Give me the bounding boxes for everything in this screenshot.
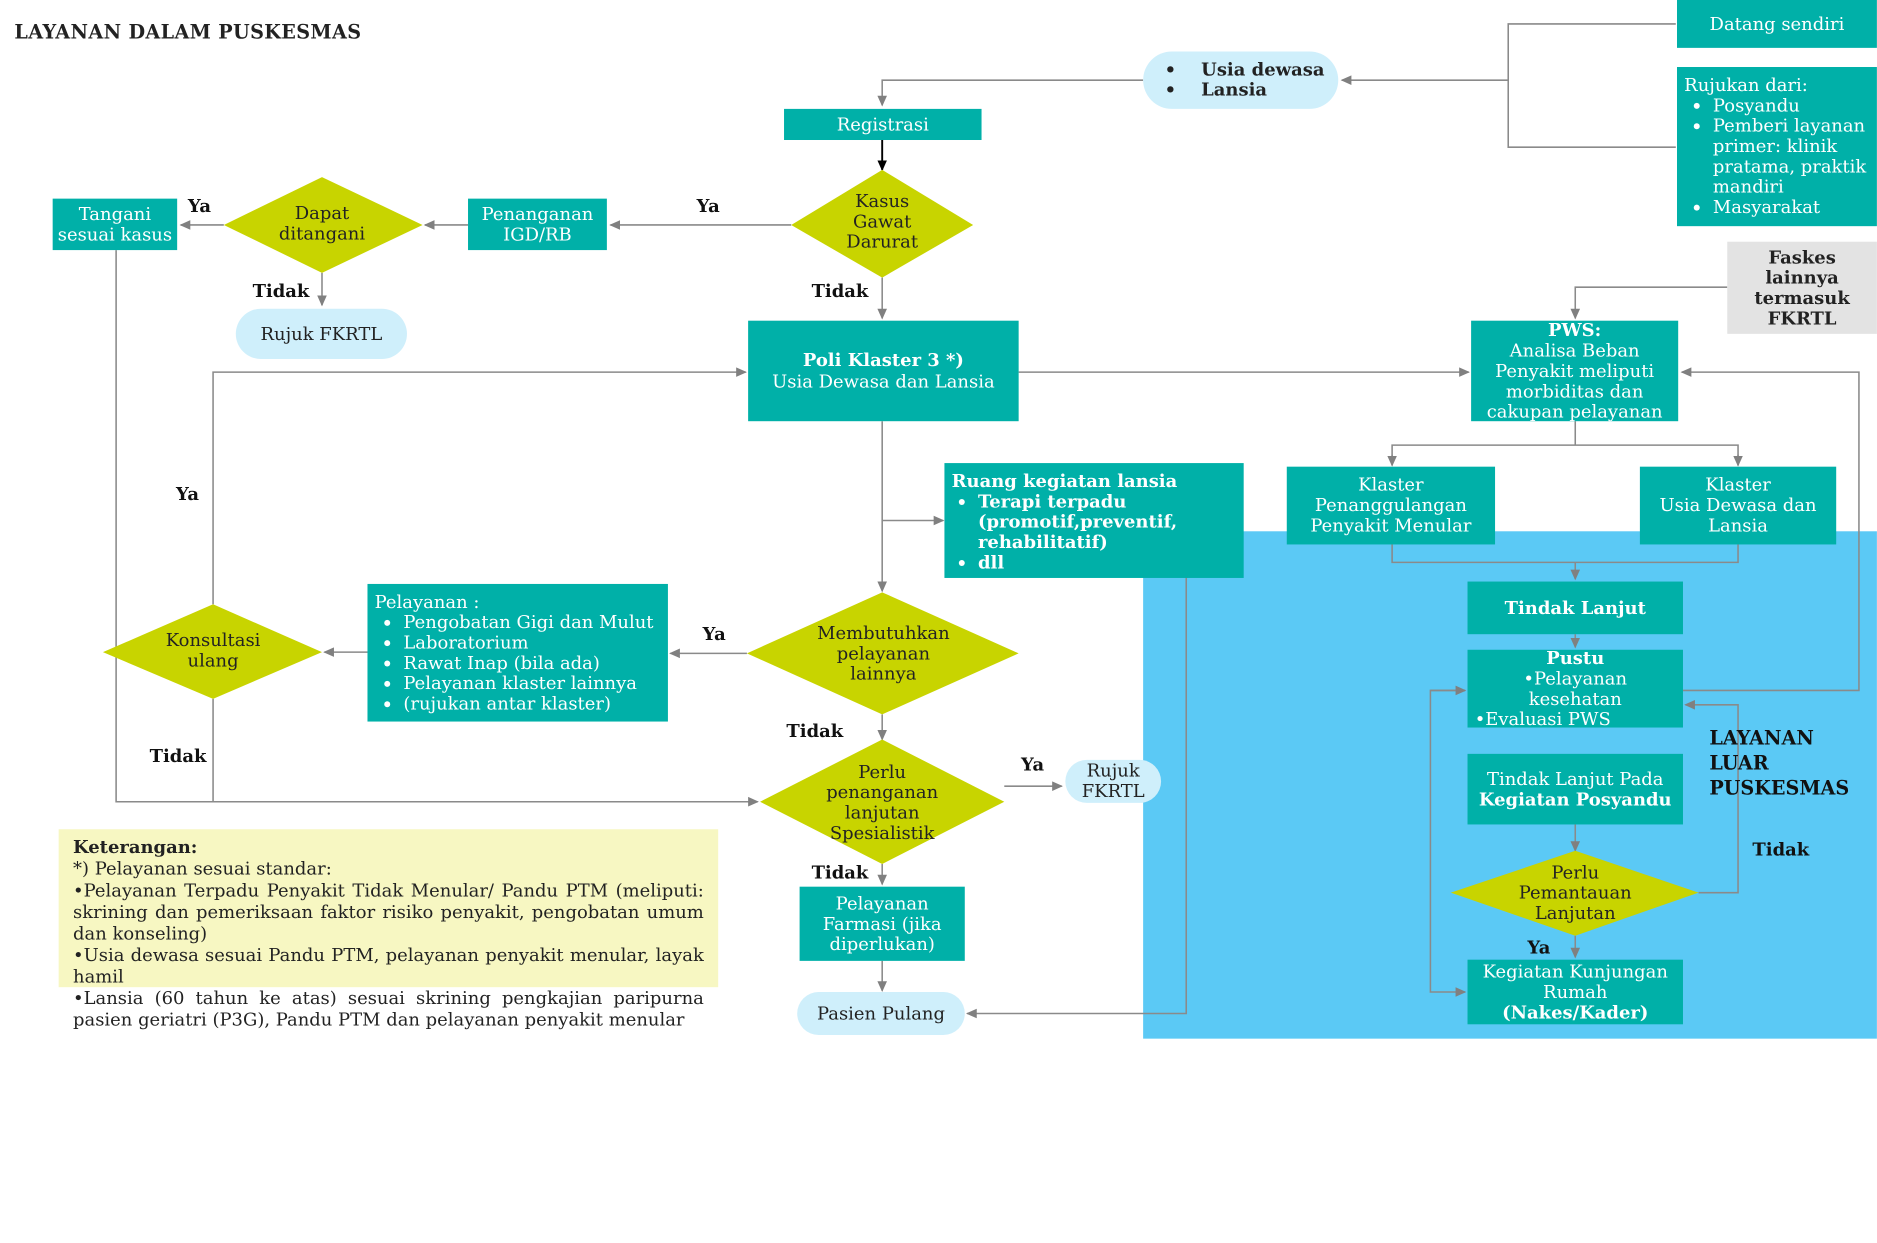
membutuhkan-diamond [746, 592, 1019, 715]
keterangan-box: Keterangan: *) Pelayanan sesuai standar:… [58, 829, 719, 1030]
usia-item-dewasa: • Usia dewasa [1164, 58, 1325, 81]
pemantauan-diamond [1450, 850, 1699, 936]
pelayanan-item: (rujukan antar klaster) [403, 693, 653, 714]
page-title: LAYANAN DALAM PUSKESMAS [14, 20, 362, 44]
label-tidak: Tidak [1752, 838, 1810, 861]
keterangan-line: •Pelayanan Terpadu Penyakit Tidak Menula… [73, 879, 704, 945]
label-tidak: Tidak [252, 280, 310, 302]
pelayanan-box: Pelayanan : Pengobatan Gigi dan Mulut La… [367, 583, 668, 722]
pelayanan-item: Rawat Inap (bila ada) [403, 653, 653, 673]
rujukan-box: Rujukan dari: Posyandu Pemberi layanan p… [1676, 67, 1877, 227]
usia-item-lansia: • Lansia [1164, 78, 1268, 101]
pelayanan-head: Pelayanan : [374, 591, 480, 613]
rujukan-item: Pemberi layanan primer: klinik pratama, … [1713, 115, 1870, 197]
datang-sendiri-text: Datang sendiri [1709, 13, 1845, 35]
label-ya: Ya [187, 195, 211, 217]
rujukan-item: Masyarakat [1713, 197, 1870, 217]
kunjungan-line3: (Nakes/Kader) [1502, 1000, 1649, 1023]
kasus-diamond [791, 169, 974, 278]
pustu-box: Pustu •Pelayanan kesehatan •Evaluasi PWS [1467, 646, 1683, 730]
connectors [102, 23, 1860, 1019]
tindak-lanjut-box: Tindak Lanjut [1467, 581, 1683, 635]
konsultasi-diamond [102, 604, 322, 699]
pustu-item: •Evaluasi PWS [1474, 707, 1611, 730]
pws-head: PWS: [1548, 318, 1602, 341]
poli-title: Poli Klaster 3 *) [802, 349, 964, 371]
pelayanan-item: Laboratorium [403, 632, 653, 653]
pasien-pulang-pill: Pasien Pulang [797, 991, 965, 1036]
label-ya: Ya [702, 623, 726, 645]
posyandu-line1: Tindak Lanjut Pada [1486, 767, 1664, 790]
keterangan-line: •Lansia (60 tahun ke atas) sesuai skrini… [73, 987, 704, 1031]
keterangan-line: *) Pelayanan sesuai standar: [73, 857, 332, 880]
label-ya: Ya [175, 483, 200, 505]
posyandu-line2: Kegiatan Posyandu [1478, 787, 1672, 810]
keterangan-head: Keterangan: [73, 836, 198, 858]
pustu-head: Pustu [1546, 646, 1605, 669]
ruang-item: dll [978, 552, 1237, 573]
keterangan-line: •Usia dewasa sesuai Pandu PTM, pelayanan… [73, 944, 704, 988]
poli-subtitle: Usia Dewasa dan Lansia [772, 370, 995, 393]
label-ya: Ya [1527, 936, 1551, 959]
pws-body: Analisa Beban Penyakit meliputi morbidit… [1486, 339, 1663, 422]
label-tidak: Tidak [811, 280, 869, 302]
rujukan-item: Posyandu [1713, 95, 1870, 116]
label-tidak: Tidak [149, 745, 207, 768]
rujuk-fkrtl-pill: Rujuk FKRTL [235, 308, 407, 359]
label-tidak: Tidak [811, 861, 869, 884]
pelayanan-item: Pengobatan Gigi dan Mulut [403, 612, 653, 633]
poli-klaster-box: Poli Klaster 3 *) Usia Dewasa dan Lansia [748, 320, 1019, 422]
label-ya: Ya [696, 195, 720, 217]
registrasi-box: Registrasi [784, 108, 982, 141]
dapat-diamond [223, 177, 423, 273]
label-ya: Ya [1021, 753, 1045, 776]
ruang-item: Terapi terpadu (promotif,preventif, reha… [978, 491, 1237, 553]
kunjungan-line2: Rumah [1543, 980, 1608, 1003]
pelayanan-item: Pelayanan klaster lainnya [403, 673, 653, 694]
registrasi-text: Registrasi [836, 113, 929, 136]
pustu-item: •Pelayanan kesehatan [1523, 667, 1628, 709]
pws-box: PWS: Analisa Beban Penyakit meliputi mor… [1471, 318, 1679, 422]
kunjungan-box: Kegiatan Kunjungan Rumah (Nakes/Kader) [1467, 959, 1683, 1025]
label-tidak: Tidak [786, 720, 844, 742]
datang-sendiri-box: Datang sendiri [1676, 0, 1877, 48]
ruang-kegiatan-box: Ruang kegiatan lansia Terapi terpadu (pr… [944, 463, 1244, 578]
ruang-head: Ruang kegiatan lansia [951, 470, 1178, 492]
usia-pill: • Usia dewasa • Lansia [1143, 51, 1339, 109]
posyandu-box: Tindak Lanjut Pada Kegiatan Posyandu [1467, 753, 1683, 825]
kunjungan-line1: Kegiatan Kunjungan [1482, 960, 1668, 982]
perlu-diamond [760, 739, 1005, 864]
rujukan-head: Rujukan dari: [1684, 74, 1808, 96]
